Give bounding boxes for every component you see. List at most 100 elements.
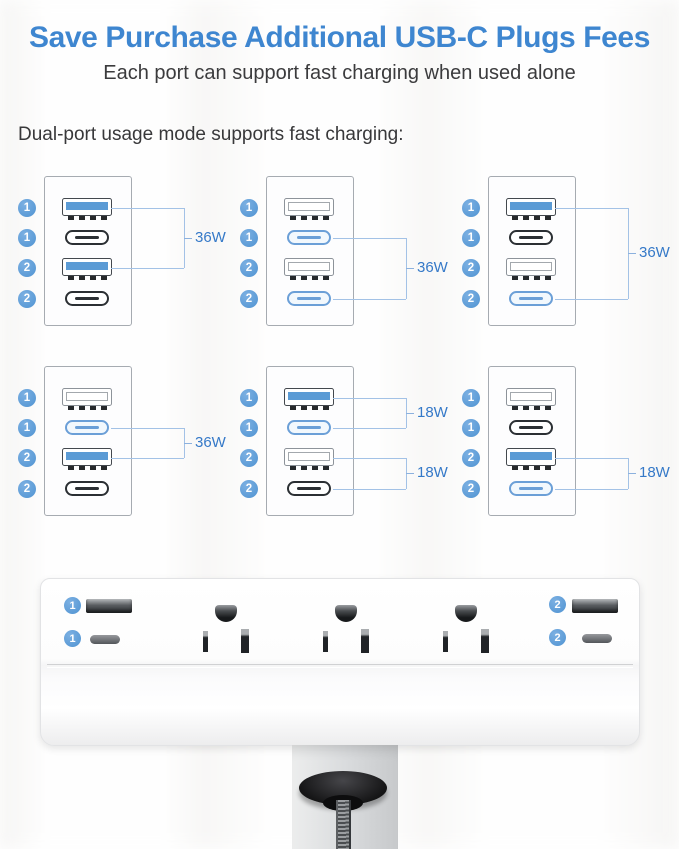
watt-label: 18W (639, 464, 670, 481)
ac-outlet (314, 605, 378, 655)
watt-label: 36W (195, 229, 226, 246)
charging-mode-diagram-6: 1 1 2 2 18W (452, 362, 678, 558)
usb-a-port-icon (284, 448, 334, 470)
port-badge: 1 (462, 199, 480, 217)
connector-line (406, 413, 414, 414)
usb-c-port-icon (65, 230, 109, 245)
port-badge: 2 (549, 596, 566, 613)
watt-label: 18W (417, 404, 448, 421)
port-badge: 2 (240, 259, 258, 277)
usb-c-port-icon (509, 481, 553, 496)
port-badge: 1 (462, 389, 480, 407)
usb-c-port-icon (287, 420, 331, 435)
port-badge: 1 (18, 199, 36, 217)
port-badge: 2 (18, 449, 36, 467)
port-badge: 1 (462, 419, 480, 437)
neutral-slot (443, 631, 448, 652)
port-badge: 1 (462, 229, 480, 247)
watt-label: 36W (417, 259, 448, 276)
ground-hole (335, 605, 357, 622)
connector-line (111, 208, 184, 209)
port-badge: 2 (462, 290, 480, 308)
charging-mode-diagram-5: 1 1 2 2 18W 18W (230, 362, 456, 558)
usb-c-port (582, 634, 612, 643)
usb-c-port-icon (65, 481, 109, 496)
usb-a-port-icon (284, 258, 334, 280)
port-badge: 1 (64, 597, 81, 614)
connector-line (628, 253, 636, 254)
port-badge: 1 (240, 389, 258, 407)
connector-line (111, 458, 184, 459)
port-badge: 1 (64, 630, 81, 647)
usb-c-port-icon (509, 230, 553, 245)
usb-c-port-icon (65, 420, 109, 435)
clamp-screw (336, 800, 351, 849)
port-badge: 2 (462, 480, 480, 498)
ground-hole (215, 605, 237, 622)
hot-slot (481, 629, 489, 653)
connector-line (406, 473, 414, 474)
strip-seam-line (47, 664, 633, 668)
charging-mode-diagram-2: 1 1 2 2 36W (230, 172, 456, 368)
usb-a-port (86, 599, 132, 613)
port-badge: 2 (18, 259, 36, 277)
connector-line (184, 238, 192, 239)
power-strip: 1 1 2 2 (40, 578, 640, 746)
usb-c-port-icon (509, 420, 553, 435)
port-badge: 2 (18, 480, 36, 498)
port-badge: 1 (18, 389, 36, 407)
usb-a-port-icon (62, 198, 112, 220)
connector-line (406, 268, 414, 269)
connector-line (555, 489, 628, 490)
ac-outlet (434, 605, 498, 655)
usb-a-port (572, 599, 618, 613)
clamp-knob (299, 771, 387, 811)
page-subtitle: Each port can support fast charging when… (103, 62, 576, 84)
connector-line (555, 299, 628, 300)
usb-c-port-icon (287, 291, 331, 306)
port-badge: 2 (240, 449, 258, 467)
port-badge: 2 (240, 290, 258, 308)
port-badge: 2 (18, 290, 36, 308)
charging-mode-diagram-4: 1 1 2 2 36W (8, 362, 234, 558)
usb-a-port-icon (284, 198, 334, 220)
neutral-slot (203, 631, 208, 652)
connector-line (333, 428, 406, 429)
watt-label: 36W (639, 244, 670, 261)
hot-slot (241, 629, 249, 653)
page-title: Save Purchase Additional USB-C Plugs Fee… (29, 21, 650, 54)
usb-a-port-icon (506, 448, 556, 470)
usb-a-port-icon (62, 448, 112, 470)
port-badge: 1 (240, 229, 258, 247)
usb-c-port-icon (287, 481, 331, 496)
port-badge: 1 (240, 199, 258, 217)
usb-c-port (90, 635, 120, 644)
charging-mode-diagram-1: 1 1 2 2 36W (8, 172, 234, 368)
port-badge: 1 (18, 419, 36, 437)
connector-line (555, 208, 628, 209)
port-badge: 2 (462, 449, 480, 467)
usb-c-port-icon (509, 291, 553, 306)
connector-line (628, 473, 636, 474)
usb-a-port-icon (506, 198, 556, 220)
watt-label: 36W (195, 434, 226, 451)
connector-line (555, 458, 628, 459)
port-badge: 1 (240, 419, 258, 437)
usb-a-port-icon (506, 388, 556, 410)
connector-line (111, 428, 184, 429)
port-badge: 2 (549, 629, 566, 646)
connector-line (333, 238, 406, 239)
connector-line (184, 443, 192, 444)
connector-line (333, 458, 406, 459)
usb-c-port-icon (65, 291, 109, 306)
port-badge: 2 (462, 259, 480, 277)
port-badge: 1 (18, 229, 36, 247)
hot-slot (361, 629, 369, 653)
connector-line (333, 489, 406, 490)
connector-line (333, 299, 406, 300)
usb-a-port-icon (284, 388, 334, 410)
usb-a-port-icon (506, 258, 556, 280)
port-badge: 2 (240, 480, 258, 498)
neutral-slot (323, 631, 328, 652)
